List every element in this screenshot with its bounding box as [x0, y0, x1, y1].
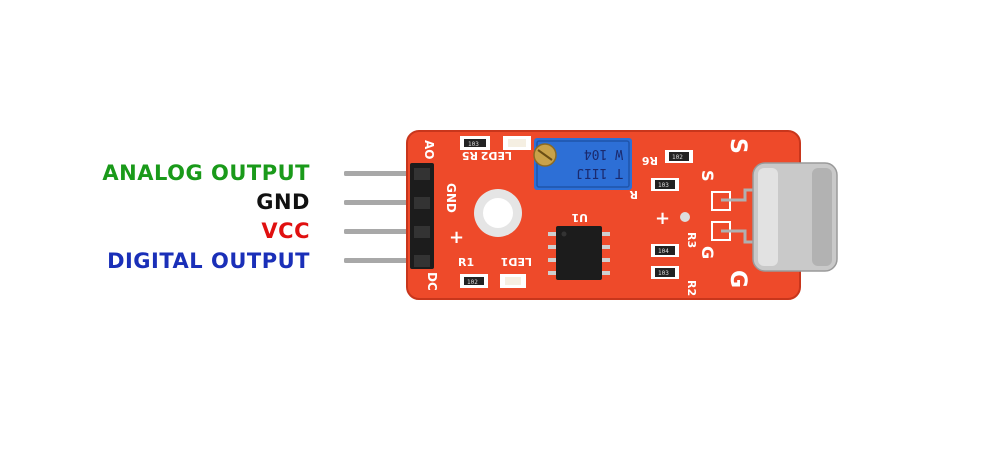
analog-output-label: ANALOG OUTPUT: [102, 161, 310, 185]
potentiometer: W 104 T 1IIJ: [533, 138, 632, 190]
resistor-r1: 102: [460, 274, 488, 288]
resistor-r3: 103: [651, 266, 679, 279]
via: [680, 212, 690, 222]
resistor-r2: 104: [651, 244, 679, 257]
pin-digital: [344, 258, 418, 263]
silk-ao: AO: [422, 140, 436, 160]
header-slot-2: [414, 197, 430, 209]
header-slot-4: [414, 255, 430, 267]
silk-led1: LED1: [501, 255, 532, 268]
header-slot-3: [414, 226, 430, 238]
pcb-board: [407, 131, 800, 299]
led1: [500, 274, 526, 288]
mounting-hole: [483, 198, 513, 228]
r6-code: 102: [672, 154, 683, 161]
header-pins: [344, 171, 418, 263]
silk-r1: R1: [458, 256, 474, 269]
silk-plus-left: +: [449, 227, 464, 248]
silk-s-small: S: [698, 170, 717, 182]
silk-g-small: G: [698, 246, 717, 259]
silk-plus-right: +: [655, 208, 670, 229]
silk-r: R: [629, 188, 638, 201]
r2-code: 104: [658, 248, 669, 255]
pin-gnd: [344, 200, 418, 205]
silk-dc: DC: [425, 272, 439, 291]
ic-body: [556, 226, 602, 280]
mic-lead-g: [721, 229, 756, 244]
header-slot-1: [414, 168, 430, 180]
silk-r6: R6: [642, 154, 658, 167]
resistor-r6: 102: [665, 150, 693, 163]
gnd-label: GND: [256, 190, 310, 214]
silk-u1: U1: [571, 211, 588, 224]
r5-code: 103: [468, 141, 479, 148]
silk-r5: R5: [462, 149, 478, 162]
pin-analog: [344, 171, 418, 176]
ic-u1: [548, 226, 610, 280]
silk-led2: LED2: [481, 149, 512, 162]
silk-gnd: GND: [444, 183, 458, 213]
silk-r2: R2: [685, 280, 698, 296]
pin-vcc: [344, 229, 418, 234]
pot-body: [534, 138, 632, 190]
r1-code: 102: [467, 279, 478, 286]
mic-lead-s: [721, 188, 756, 202]
silk-s-big: S: [725, 138, 750, 154]
pin-header: [410, 163, 434, 269]
digital-output-label: DIGITAL OUTPUT: [107, 249, 310, 273]
pot-marking-1: W 104: [584, 146, 623, 161]
resistor-r5: 103: [460, 136, 490, 150]
vcc-label: VCC: [261, 219, 310, 243]
pot-marking-2: T 1IIJ: [576, 165, 623, 180]
resistor-r: 103: [651, 178, 679, 191]
silk-r3: R3: [685, 232, 698, 248]
microphone: [752, 162, 838, 272]
r-code: 103: [658, 182, 669, 189]
r3-code: 103: [658, 270, 669, 277]
silk-g-big: G: [725, 270, 750, 288]
led2: [503, 136, 531, 150]
